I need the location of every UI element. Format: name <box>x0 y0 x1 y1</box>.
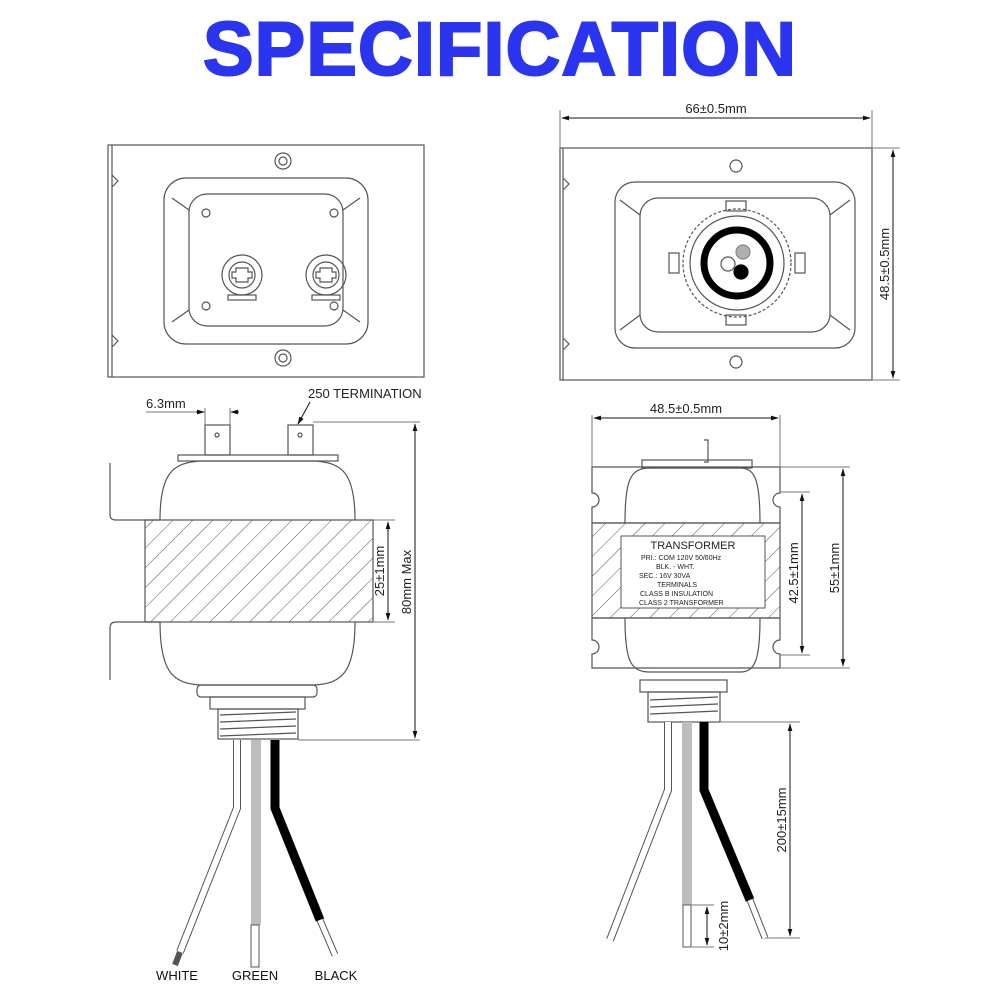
wires-right <box>606 722 769 948</box>
height-dimension-label: 55±1mm <box>827 543 842 593</box>
side-view-left <box>109 424 374 740</box>
dimension-80mm: 80mm Max <box>298 421 420 741</box>
dimension-55mm: 55±1mm <box>780 466 850 669</box>
screw-terminal-right <box>305 254 347 301</box>
label-plate: TRANSFORMER PRI.: COM 120V 50/60Hz BLK. … <box>620 535 766 609</box>
wire-label-green: GREEN <box>232 968 278 983</box>
height-dimension-label: 80mm Max <box>399 549 414 614</box>
dimension-6-3mm: 6.3mm <box>146 396 239 425</box>
top-view-wire-exit <box>559 147 873 381</box>
plate-line: TERMINALS <box>657 582 697 589</box>
wires-left <box>172 740 339 968</box>
dimension-48-5mm-horizontal: 48.5±0.5mm <box>591 401 781 467</box>
terminal-width-label: 6.3mm <box>146 396 186 411</box>
wire-label-black: BLACK <box>315 968 358 983</box>
dimension-25mm: 25±1mm <box>372 519 395 623</box>
page-title: SPECIFICATION <box>202 7 798 93</box>
strip-length-label: 10±2mm <box>716 901 731 951</box>
top-view-terminals <box>107 144 425 378</box>
wire-label-white: WHITE <box>156 968 198 983</box>
plate-line: PRI.: COM 120V 50/60Hz <box>641 555 722 562</box>
dimension-200mm: 200±15mm <box>720 721 800 939</box>
slot-dimension-label: 42.5±1mm <box>786 542 801 603</box>
screw-terminal-left <box>221 254 263 301</box>
dimension-10mm: 10±2mm <box>692 901 731 951</box>
plate-line: SEC.: 16V 30VA <box>639 573 691 580</box>
dimension-66mm: 66±0.5mm <box>559 101 873 148</box>
plate-heading: TRANSFORMER <box>651 540 736 552</box>
width-dimension-label: 66±0.5mm <box>685 101 746 116</box>
termination-callout: 250 TERMINATION <box>297 386 422 425</box>
plate-line: CLASS 2 TRANSFORMER <box>639 600 724 607</box>
width-dimension-label: 48.5±0.5mm <box>650 401 722 416</box>
plate-line: CLASS B INSULATION <box>640 591 713 598</box>
lead-length-label: 200±15mm <box>774 788 789 853</box>
plate-line: BLK. - WHT. <box>656 564 695 571</box>
wire-labels: WHITE GREEN BLACK <box>156 968 358 983</box>
dimension-48-5mm-vertical: 48.5±0.5mm <box>872 147 900 381</box>
height-dimension-label: 48.5±0.5mm <box>877 228 892 300</box>
dimension-42-5mm: 42.5±1mm <box>780 491 810 656</box>
core-dimension-label: 25±1mm <box>372 546 387 596</box>
termination-label: 250 TERMINATION <box>308 386 422 401</box>
